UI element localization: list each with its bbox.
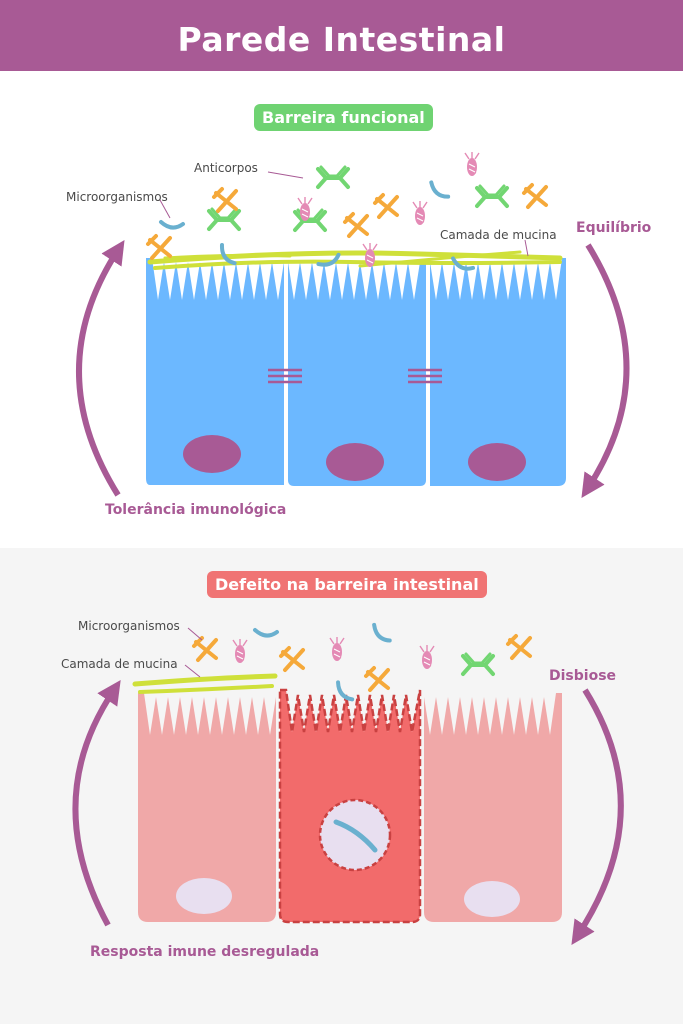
label-microorganisms-top: Microorganismos bbox=[66, 190, 168, 204]
damaged-epithelium bbox=[138, 688, 562, 924]
label-mucin-top: Camada de mucina bbox=[440, 228, 557, 242]
page-title: Parede Intestinal bbox=[177, 20, 506, 59]
label-dysbiosis: Disbiose bbox=[549, 668, 617, 684]
tight-junction-left bbox=[268, 368, 302, 384]
label-tolerance: Tolerância imunológica bbox=[105, 502, 287, 518]
bacteria-in-nucleus bbox=[333, 819, 378, 853]
protozoa-b3 bbox=[419, 644, 435, 670]
antibody-3 bbox=[293, 208, 327, 232]
badge-functional-barrier: Barreira funcional bbox=[254, 104, 433, 131]
antibody-1 bbox=[316, 165, 350, 189]
healthy-cell-left bbox=[146, 258, 284, 485]
microorganism-1 bbox=[212, 187, 238, 213]
bacteria-1 bbox=[159, 220, 185, 230]
bacteria-b1 bbox=[253, 628, 279, 638]
healthy-cell-middle bbox=[288, 262, 426, 486]
nucleus-pale-left bbox=[176, 878, 232, 914]
label-equilibrium: Equilíbrio bbox=[576, 220, 652, 236]
label-mucin-bottom: Camada de mucina bbox=[61, 657, 178, 671]
microbes-bottom bbox=[192, 622, 532, 702]
antibody-2 bbox=[207, 207, 241, 231]
bacteria-b2 bbox=[368, 622, 393, 646]
antibody-4 bbox=[475, 184, 509, 208]
leader-lines-top bbox=[159, 171, 529, 257]
nucleus-pale-right bbox=[464, 881, 520, 917]
nucleus-right bbox=[468, 443, 526, 481]
nucleus-middle bbox=[326, 443, 384, 481]
mucin-layer-top bbox=[147, 250, 563, 270]
mucin-layer-bottom bbox=[132, 673, 278, 694]
diseased-cell-right bbox=[424, 693, 562, 922]
microorganism-4 bbox=[373, 193, 399, 219]
arrow-immune-response bbox=[72, 680, 121, 927]
bacteria-b3 bbox=[334, 682, 353, 701]
antibody-b1 bbox=[461, 652, 495, 676]
nucleus-damaged bbox=[318, 798, 392, 872]
protozoa-1 bbox=[464, 151, 480, 177]
microorganism-3 bbox=[343, 212, 369, 238]
label-microorganisms-bottom: Microorganismos bbox=[78, 619, 180, 633]
microorganism-b1 bbox=[192, 636, 218, 662]
arrow-dysbiosis bbox=[571, 688, 624, 946]
protozoa-b2 bbox=[329, 636, 345, 662]
microorganism-5 bbox=[522, 183, 548, 209]
arrow-equilibrium bbox=[581, 243, 630, 499]
tight-junction-right bbox=[408, 368, 442, 384]
arrow-tolerance bbox=[76, 239, 125, 497]
microorganism-b2 bbox=[279, 646, 305, 672]
leader-lines-bottom bbox=[184, 627, 203, 678]
header-bar bbox=[0, 0, 683, 71]
bacteria-2 bbox=[426, 180, 452, 202]
healthy-cell-right bbox=[430, 258, 566, 486]
microorganism-b3 bbox=[364, 666, 390, 692]
microorganism-b4 bbox=[506, 634, 532, 660]
badge-barrier-defect: Defeito na barreira intestinal bbox=[207, 571, 487, 598]
protozoa-b1 bbox=[232, 638, 248, 664]
label-antibodies: Anticorpos bbox=[194, 161, 258, 175]
diseased-cell-left bbox=[138, 693, 276, 922]
nucleus-left bbox=[183, 435, 241, 473]
microorganism-2 bbox=[146, 234, 172, 260]
label-dysregulated-response: Resposta imune desregulada bbox=[90, 944, 320, 960]
protozoa-3 bbox=[412, 200, 428, 226]
healthy-epithelium bbox=[146, 258, 566, 486]
